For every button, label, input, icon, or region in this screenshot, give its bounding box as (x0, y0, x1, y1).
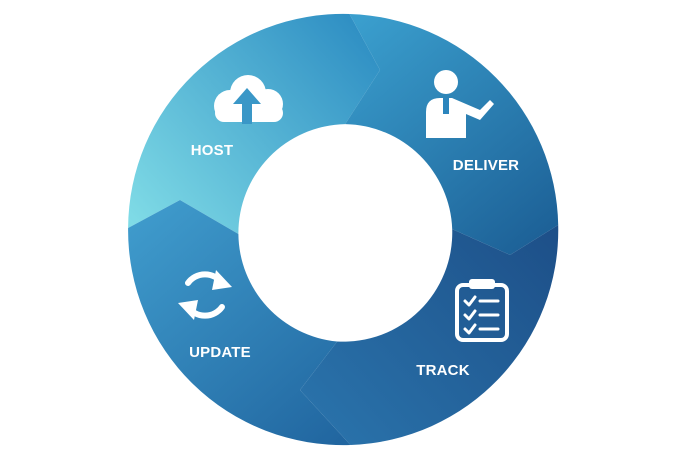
presenter-icon (426, 70, 494, 138)
stage-label-update: UPDATE (189, 344, 251, 361)
segment-track (300, 225, 559, 445)
stage-label-track: TRACK (416, 362, 470, 379)
segment-host (128, 13, 380, 234)
cloud-upload-icon (214, 75, 283, 124)
segment-update (128, 200, 351, 446)
clipboard-checklist-icon (455, 279, 509, 342)
stage-label-deliver: DELIVER (453, 157, 519, 174)
refresh-icon (178, 270, 232, 320)
stage-label-host: HOST (191, 142, 233, 159)
